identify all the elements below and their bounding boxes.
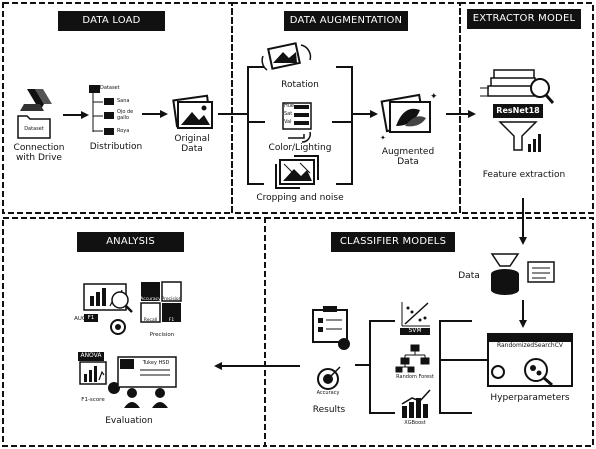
drive-folder-label: Dataset (24, 126, 44, 132)
classifier-models-header: CLASSIFIER MODELS (331, 232, 455, 252)
random-forest-label: Random Forest (396, 374, 434, 380)
cropping-label: Cropping and noise (256, 193, 344, 203)
data-augmentation-header: DATA AUGMENTATION (284, 11, 408, 31)
puzzle-precision: Precision (161, 297, 182, 302)
distribution-label: Distribution (89, 142, 143, 152)
puzzle-f1: F1 (168, 318, 175, 323)
f1-label: F1 (87, 315, 95, 321)
accuracy-icon-label: Accuracy (316, 390, 340, 396)
aug-bracket-right (336, 66, 353, 185)
rotation-label: Rotation (281, 80, 319, 90)
rotation-icon (261, 42, 312, 71)
tree-root-label: Dataset (100, 85, 120, 91)
random-forest-tree-icon (395, 344, 430, 373)
anova-label: ANOVA (80, 352, 102, 359)
aug-bracket-left (247, 66, 264, 185)
svg-text:✦: ✦ (380, 134, 386, 142)
funnel-bars-icon (498, 121, 541, 152)
color-lighting-label: Color/Lighting (268, 143, 332, 153)
feature-extraction-label: Feature extraction (482, 170, 566, 180)
auc-label: AUC (74, 316, 86, 322)
augmented-data-label: Augmented Data (381, 147, 435, 168)
extractor-border (459, 2, 594, 214)
f1score-label: F1-score (81, 397, 105, 403)
original-data-photos-icon (172, 94, 213, 129)
data-database-icon (490, 253, 555, 295)
results-clipboard-icon (312, 306, 350, 350)
resnet-label: ResNet18 (496, 106, 540, 115)
svg-text:✦: ✦ (430, 92, 438, 102)
augmented-data-photos-icon: ✦ ✦ (380, 92, 438, 142)
classifier-border (264, 217, 594, 447)
hyperparameters-label: Hyperparameters (490, 393, 570, 403)
tree-item-ojo: Ojo de gallo (117, 109, 134, 121)
directory-tree-icon (89, 85, 114, 135)
precision-label: Precision (149, 332, 175, 338)
data-load-header: DATA LOAD (58, 11, 165, 31)
color-icon-sat: Sat (284, 111, 293, 117)
evaluation-label: Evaluation (105, 416, 153, 426)
svm-label: SVM (408, 327, 422, 334)
models-bracket (369, 320, 395, 414)
analysis-header: ANALYSIS (77, 232, 184, 252)
auc-chart-icon (83, 283, 133, 335)
extractor-model-header: EXTRACTOR MODEL (467, 9, 581, 29)
evaluation-people-icon (117, 356, 177, 408)
xgboost-label: XGBoost (404, 420, 426, 426)
color-lighting-icon (282, 102, 312, 143)
tree-item-roya: Roya (117, 128, 130, 134)
original-data-label: Original Data (174, 134, 210, 155)
google-drive-icon (20, 89, 52, 111)
xgboost-bars-icon (401, 389, 431, 418)
puzzle-recall: Recall (143, 318, 158, 323)
puzzle-accuracy: Accuracy (140, 297, 161, 302)
color-icon-val: Val (284, 119, 292, 125)
svm-chart-icon (400, 302, 430, 335)
search-window-title: RandomizedSearchCV (496, 342, 564, 349)
cropping-noise-icon (275, 155, 319, 189)
results-label: Results (312, 405, 346, 415)
resnet-extractor-icon (480, 69, 555, 118)
analysis-border (2, 217, 266, 447)
tukey-label: Tukey HSD (142, 360, 170, 366)
accuracy-target-icon (317, 366, 341, 390)
color-icon-hue: Hue (284, 103, 295, 109)
data-label: Data (458, 271, 480, 281)
flow-arrows (63, 66, 527, 414)
randomized-search-window-icon (487, 333, 573, 387)
dataset-folder-icon (17, 115, 51, 139)
search-bracket (439, 320, 472, 414)
connection-label: Connection with Drive (13, 143, 65, 164)
anova-chart-icon (78, 352, 120, 394)
tree-item-sana: Sana (117, 98, 130, 104)
metrics-puzzle-icon (140, 281, 182, 323)
